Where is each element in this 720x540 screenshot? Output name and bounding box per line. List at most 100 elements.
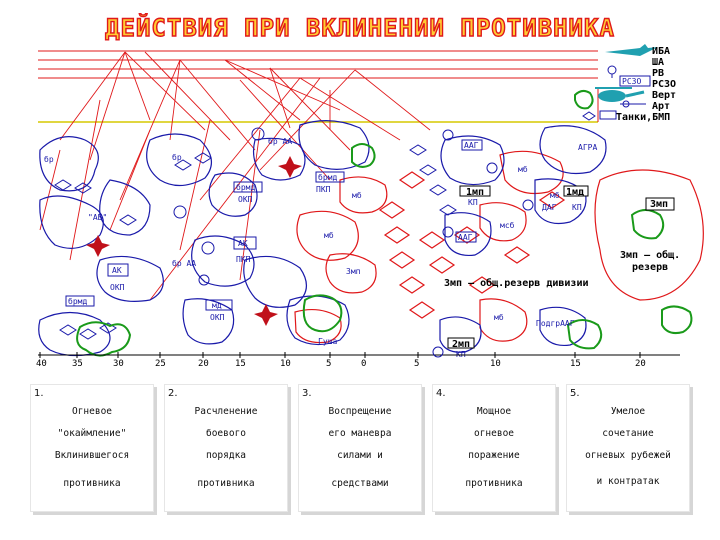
unit-brmd-left: брмд [68, 296, 87, 306]
card-line: Огневое [71, 406, 113, 417]
card-line: силами и [337, 450, 383, 461]
aag2-box [455, 231, 477, 243]
unit-msb: мсб [500, 220, 515, 230]
unit-mtp: 3мп [346, 267, 361, 276]
unit-brmd-top: брмд [236, 182, 255, 192]
md-kp-box [563, 185, 589, 197]
unit-3mp: 3мп [650, 199, 668, 210]
scale-label-15b: 15 [570, 359, 581, 369]
unit-1mp-kp: КП [468, 198, 478, 207]
unit-ak-left: АК [112, 266, 122, 275]
card-line: боевого [205, 428, 247, 439]
legend-vert: Верт [652, 90, 676, 101]
unit-okp-top: ОКП [238, 195, 253, 204]
scale-label-20: 20 [198, 359, 209, 369]
aag1-box [461, 139, 483, 151]
scale-label-30: 30 [113, 359, 124, 369]
unit-mb-2: мб [324, 230, 334, 240]
ak-left-box [107, 263, 129, 277]
unit-aag-2: ААГ [458, 233, 473, 242]
unit-br-2: бр [172, 152, 182, 162]
scale-label-15: 15 [235, 359, 246, 369]
scale-label-5b: 5 [414, 359, 419, 369]
tank-icon [582, 110, 617, 121]
principles-cards: 1. Огневое "окаймление" Вклинившегося пр… [30, 384, 720, 516]
legend-rszo: РСЗО [652, 79, 676, 90]
card-line: огневое [473, 428, 515, 439]
missile-icon [607, 65, 617, 78]
scale-label-20b: 20 [635, 359, 646, 369]
principle-card-4: 4. Мощное огневое поражение противника [432, 384, 556, 512]
page-title: ДЕЙСТВИЯ ПРИ ВКЛИНЕНИИ ПРОТИВНИКА [104, 13, 615, 42]
tmm-kp-box [459, 185, 491, 197]
scale-label-10b: 10 [490, 359, 501, 369]
card-number: 4. [436, 388, 446, 399]
card-line: поражение [468, 450, 520, 461]
green-blobs [76, 89, 693, 357]
reserve-right-2: резерв [632, 262, 668, 273]
card-number: 3. [302, 388, 312, 399]
brmd-top-box [233, 181, 263, 193]
left-formations [38, 120, 370, 357]
diamond-chains [54, 144, 457, 340]
unit-1md: 1мд [566, 187, 584, 198]
unit-brAA-top: бр АА [268, 136, 292, 146]
principle-card-3: 3. Воспрещение его маневра силами и сред… [298, 384, 422, 512]
unit-dag: ДАГ [542, 203, 557, 212]
brmd-mid-box [315, 171, 345, 183]
unit-mb-5: мб [550, 190, 560, 200]
reserve-right-1: 3мп – общ. [620, 249, 680, 261]
card-line: огневых рубежей [585, 450, 671, 461]
card-line: противника [63, 478, 121, 489]
unit-pkp-mid: ПКП [236, 255, 251, 264]
principle-card-1: 1. Огневое "окаймление" Вклинившегося пр… [30, 384, 154, 512]
artillery-icon [620, 100, 646, 108]
scale-label-25: 25 [155, 359, 166, 369]
brmd-left-box [65, 295, 95, 307]
unit-podgr: ПодгрААГ [536, 319, 575, 328]
card-line: средствами [331, 478, 389, 489]
helicopter-icon [595, 87, 645, 102]
unit-okp-left: ОКП [110, 283, 125, 292]
unit-aag-1: ААГ [464, 141, 479, 150]
strike-lines [39, 51, 431, 301]
scale-label-0: 0 [361, 359, 366, 369]
mp3-box [645, 197, 675, 211]
rszo-box [619, 75, 651, 87]
unit-br-1: бр [44, 154, 54, 164]
card-line: его маневра [328, 428, 392, 439]
reserve-division: 3мп – общ.резерв дивизии [444, 277, 589, 289]
ak-mid-box [233, 236, 257, 250]
unit-ab: "АБ" [88, 213, 107, 222]
unit-mb-1: мб [352, 190, 362, 200]
rszo-box-label: РСЗО [622, 77, 641, 86]
unit-brAA-mid: бр АА [172, 258, 196, 268]
card-line: "окаймление" [57, 428, 127, 439]
unit-gusha: Гуша [318, 337, 337, 346]
legend-sha: ША [652, 57, 664, 68]
scale-labels: 40 35 30 25 20 15 10 5 0 5 10 15 20 [36, 359, 646, 369]
red-formations [294, 150, 566, 344]
card-line: сочетание [602, 428, 654, 439]
unit-okp-low: ОКП [210, 313, 225, 322]
card-number: 1. [34, 388, 44, 399]
right-formations [439, 125, 704, 353]
unit-agra: АГРА [578, 143, 597, 152]
explosion-icons [86, 156, 302, 326]
unit-md-left: мд [212, 301, 222, 310]
card-number: 2. [168, 388, 178, 399]
card-line: Вклинившегося [54, 450, 130, 461]
unit-1mp: 1мп [466, 187, 484, 198]
card-line: Воспрещение [328, 406, 392, 417]
unit-ak-mid: АК [238, 239, 248, 248]
card-line: противника [465, 478, 523, 489]
card-line: противника [197, 478, 255, 489]
legend-art: Арт [652, 101, 670, 112]
scale-label-10: 10 [280, 359, 291, 369]
unit-1md-kp: КП [572, 203, 582, 212]
plane-icon [605, 44, 658, 56]
unit-mb-4: мб [518, 164, 528, 174]
unit-mb-6: мб [494, 312, 504, 322]
card-line: порядка [205, 450, 247, 461]
principle-card-2: 2. Расчленение боевого порядка противник… [164, 384, 288, 512]
